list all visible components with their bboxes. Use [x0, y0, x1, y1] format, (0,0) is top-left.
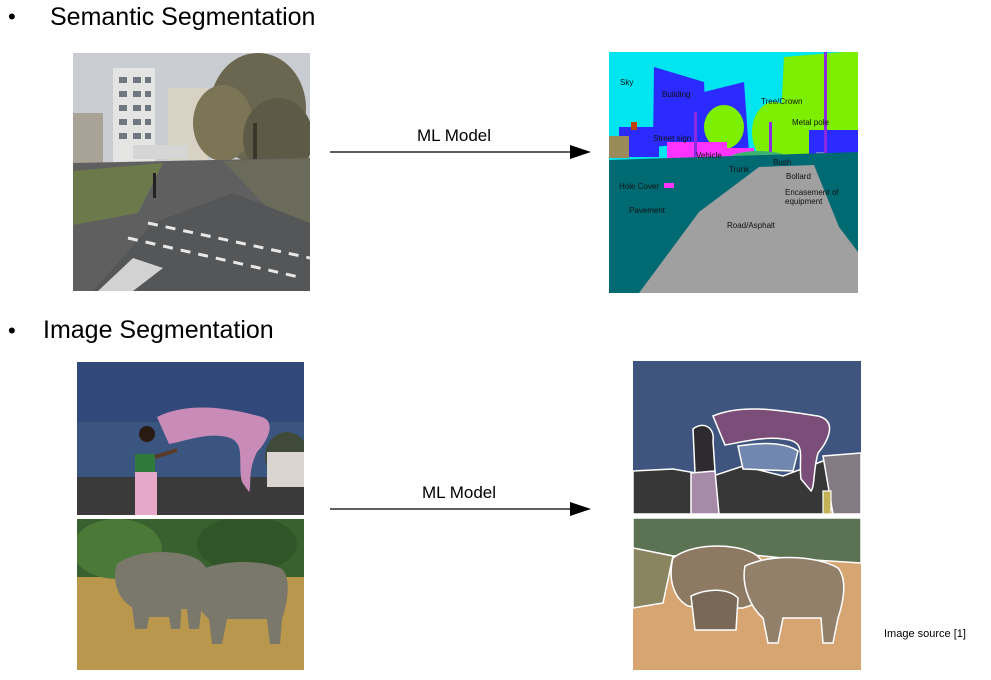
- label-pavement: Pavement: [629, 206, 666, 215]
- image-source-note: Image source [1]: [884, 628, 966, 640]
- label-bollard: Bollard: [786, 172, 811, 181]
- label-bush: Bush: [773, 158, 792, 167]
- label-sky: Sky: [620, 78, 634, 87]
- street-photo: [73, 53, 310, 291]
- label-street-sign: Street sign: [653, 134, 692, 143]
- label-metal-pole: Metal pole: [792, 118, 829, 127]
- label-building: Building: [662, 90, 691, 99]
- label-hole-cover: Hole Cover: [619, 182, 660, 191]
- woman-segmentation: [633, 361, 861, 514]
- bullet-1: •: [8, 4, 16, 29]
- heading-semantic-segmentation: Semantic Segmentation: [50, 3, 316, 31]
- arrow-1: [330, 143, 592, 161]
- elephant-photo: [77, 519, 304, 670]
- label-tree-crown: Tree/Crown: [761, 97, 803, 106]
- woman-photo: [77, 362, 304, 515]
- arrow-2: [330, 500, 592, 518]
- label-road: Road/Asphalt: [727, 221, 776, 230]
- ml-model-label-2: ML Model: [422, 483, 497, 502]
- elephant-segmentation: [633, 518, 861, 670]
- label-encasement: Encasement of equipment: [785, 188, 839, 207]
- label-vehicle: Vehicle: [696, 151, 722, 160]
- bullet-2: •: [8, 318, 16, 343]
- semantic-segmentation-map: Sky Building Tree/Crown Metal pole Stree…: [609, 52, 858, 293]
- ml-model-label-1: ML Model: [417, 126, 492, 145]
- label-trunk: Trunk: [729, 165, 750, 174]
- heading-image-segmentation: Image Segmentation: [43, 316, 274, 344]
